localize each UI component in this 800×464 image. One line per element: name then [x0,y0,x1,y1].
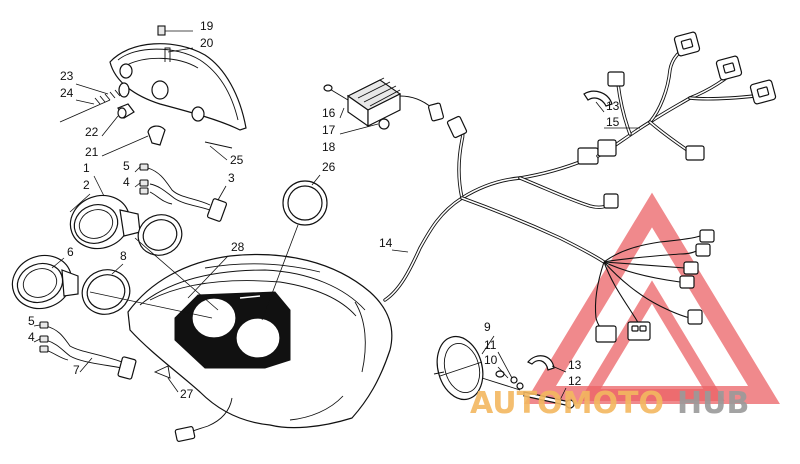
callout-9: 9 [484,320,491,334]
gauge-bezel [89,174,328,321]
callout-14: 14 [379,236,393,250]
callout-18: 18 [322,140,336,154]
callout-25: 25 [230,153,244,167]
callout-16: 16 [322,106,336,120]
callout-2: 2 [83,178,90,192]
callout-23: 23 [60,69,74,83]
callout-10: 10 [484,353,498,367]
callout-24: 24 [60,86,74,100]
voltage-regulator [323,77,445,135]
callout-22: 22 [85,125,99,139]
callout-13: 13 [606,99,620,113]
watermark-brand-part2: HUB [677,386,749,421]
gauge-large-assembly [11,254,137,380]
callout-28: 28 [231,240,245,254]
lower-lamp-assembly [433,335,575,409]
callout-4: 4 [123,175,130,189]
callout-12: 12 [568,374,582,388]
callout-21: 21 [85,145,99,159]
callout-19: 19 [200,19,214,33]
callout-1: 1 [83,161,90,175]
callout-3: 3 [228,171,235,185]
watermark-brand-part1: AUTOMOTO [470,386,664,421]
gauge-small-assembly [69,163,228,256]
callout-8: 8 [120,249,127,263]
main-wiring-harness [383,115,619,302]
upper-harness [583,31,777,161]
callout-15: 15 [606,115,620,129]
dash-panel [127,253,393,442]
watermark-text: AUTOMOTO HUB [470,386,749,421]
callout-5: 5 [28,314,35,328]
callout-4: 4 [28,330,35,344]
callout-11: 11 [484,338,497,352]
callout-6: 6 [67,245,74,259]
lower-harness-connectors [594,229,715,343]
callout-7: 7 [73,363,80,377]
callout-20: 20 [200,36,214,50]
callout-27: 27 [180,387,194,401]
callout-17: 17 [322,123,336,137]
callout-26: 26 [322,160,336,174]
headlight-assembly [59,25,247,161]
callout-5: 5 [123,159,130,173]
callout-13: 13 [568,358,582,372]
